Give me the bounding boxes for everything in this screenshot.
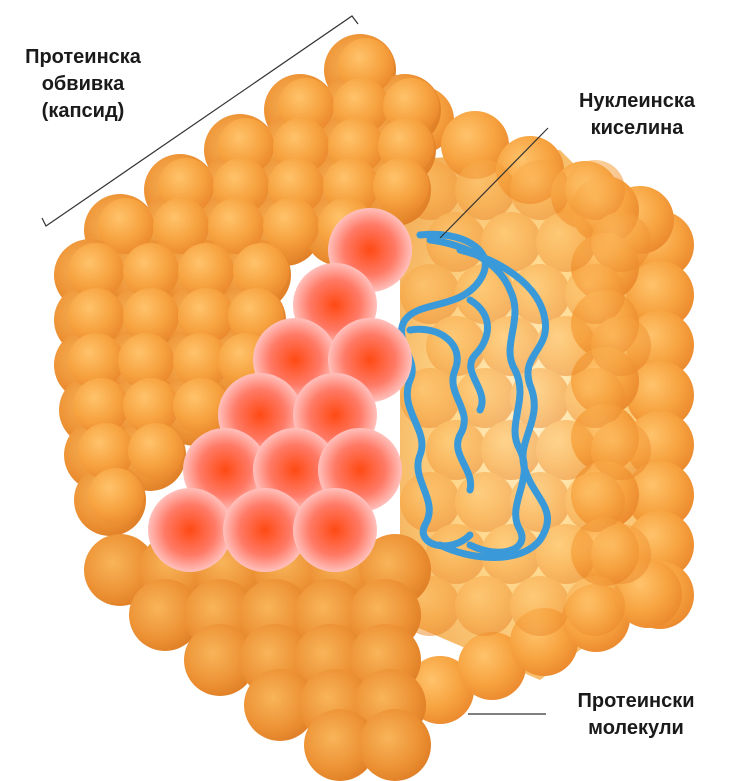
capsomere-highlight [88,468,144,524]
capsomere-back [565,576,625,636]
capsomere-cutaway [148,488,232,572]
capsomere-highlight [128,423,184,479]
capsomere-back [536,212,596,272]
capsomere-back [510,264,570,324]
capsomere-back [565,264,625,324]
nucleic-acid-label: Нуклеинска киселина [562,88,712,142]
capsid-label-line-1: Протеинска [8,44,158,71]
capsomere-back [455,160,515,220]
capsomere-highlight [373,158,429,214]
capsomere-back [565,472,625,532]
nucleic-acid-label-line-1: Нуклеинска [562,88,712,115]
capsomere [359,709,431,781]
capsomere-back [591,524,651,584]
capsomere-back [536,420,596,480]
capsomere-back [591,316,651,376]
protein-molecules-label-line-2: молекули [556,715,716,742]
capsid-label: Протеинска обвивка (капсид) [8,44,158,125]
protein-molecules-label-line-1: Протеински [556,688,716,715]
capsomere-back [565,160,625,220]
capsomere-back [455,576,515,636]
capsid-label-line-2: обвивка [8,71,158,98]
capsomere-back [591,212,651,272]
capsomere-back [565,368,625,428]
capsomere-back [455,472,515,532]
capsomere-back [510,576,570,636]
capsomere-back [510,160,570,220]
capsomere-back [591,420,651,480]
nucleic-acid-label-line-2: киселина [562,115,712,142]
protein-molecules-label: Протеински молекули [556,688,716,742]
capsomere-cutaway [293,488,377,572]
capsid-label-line-3: (капсид) [8,98,158,125]
